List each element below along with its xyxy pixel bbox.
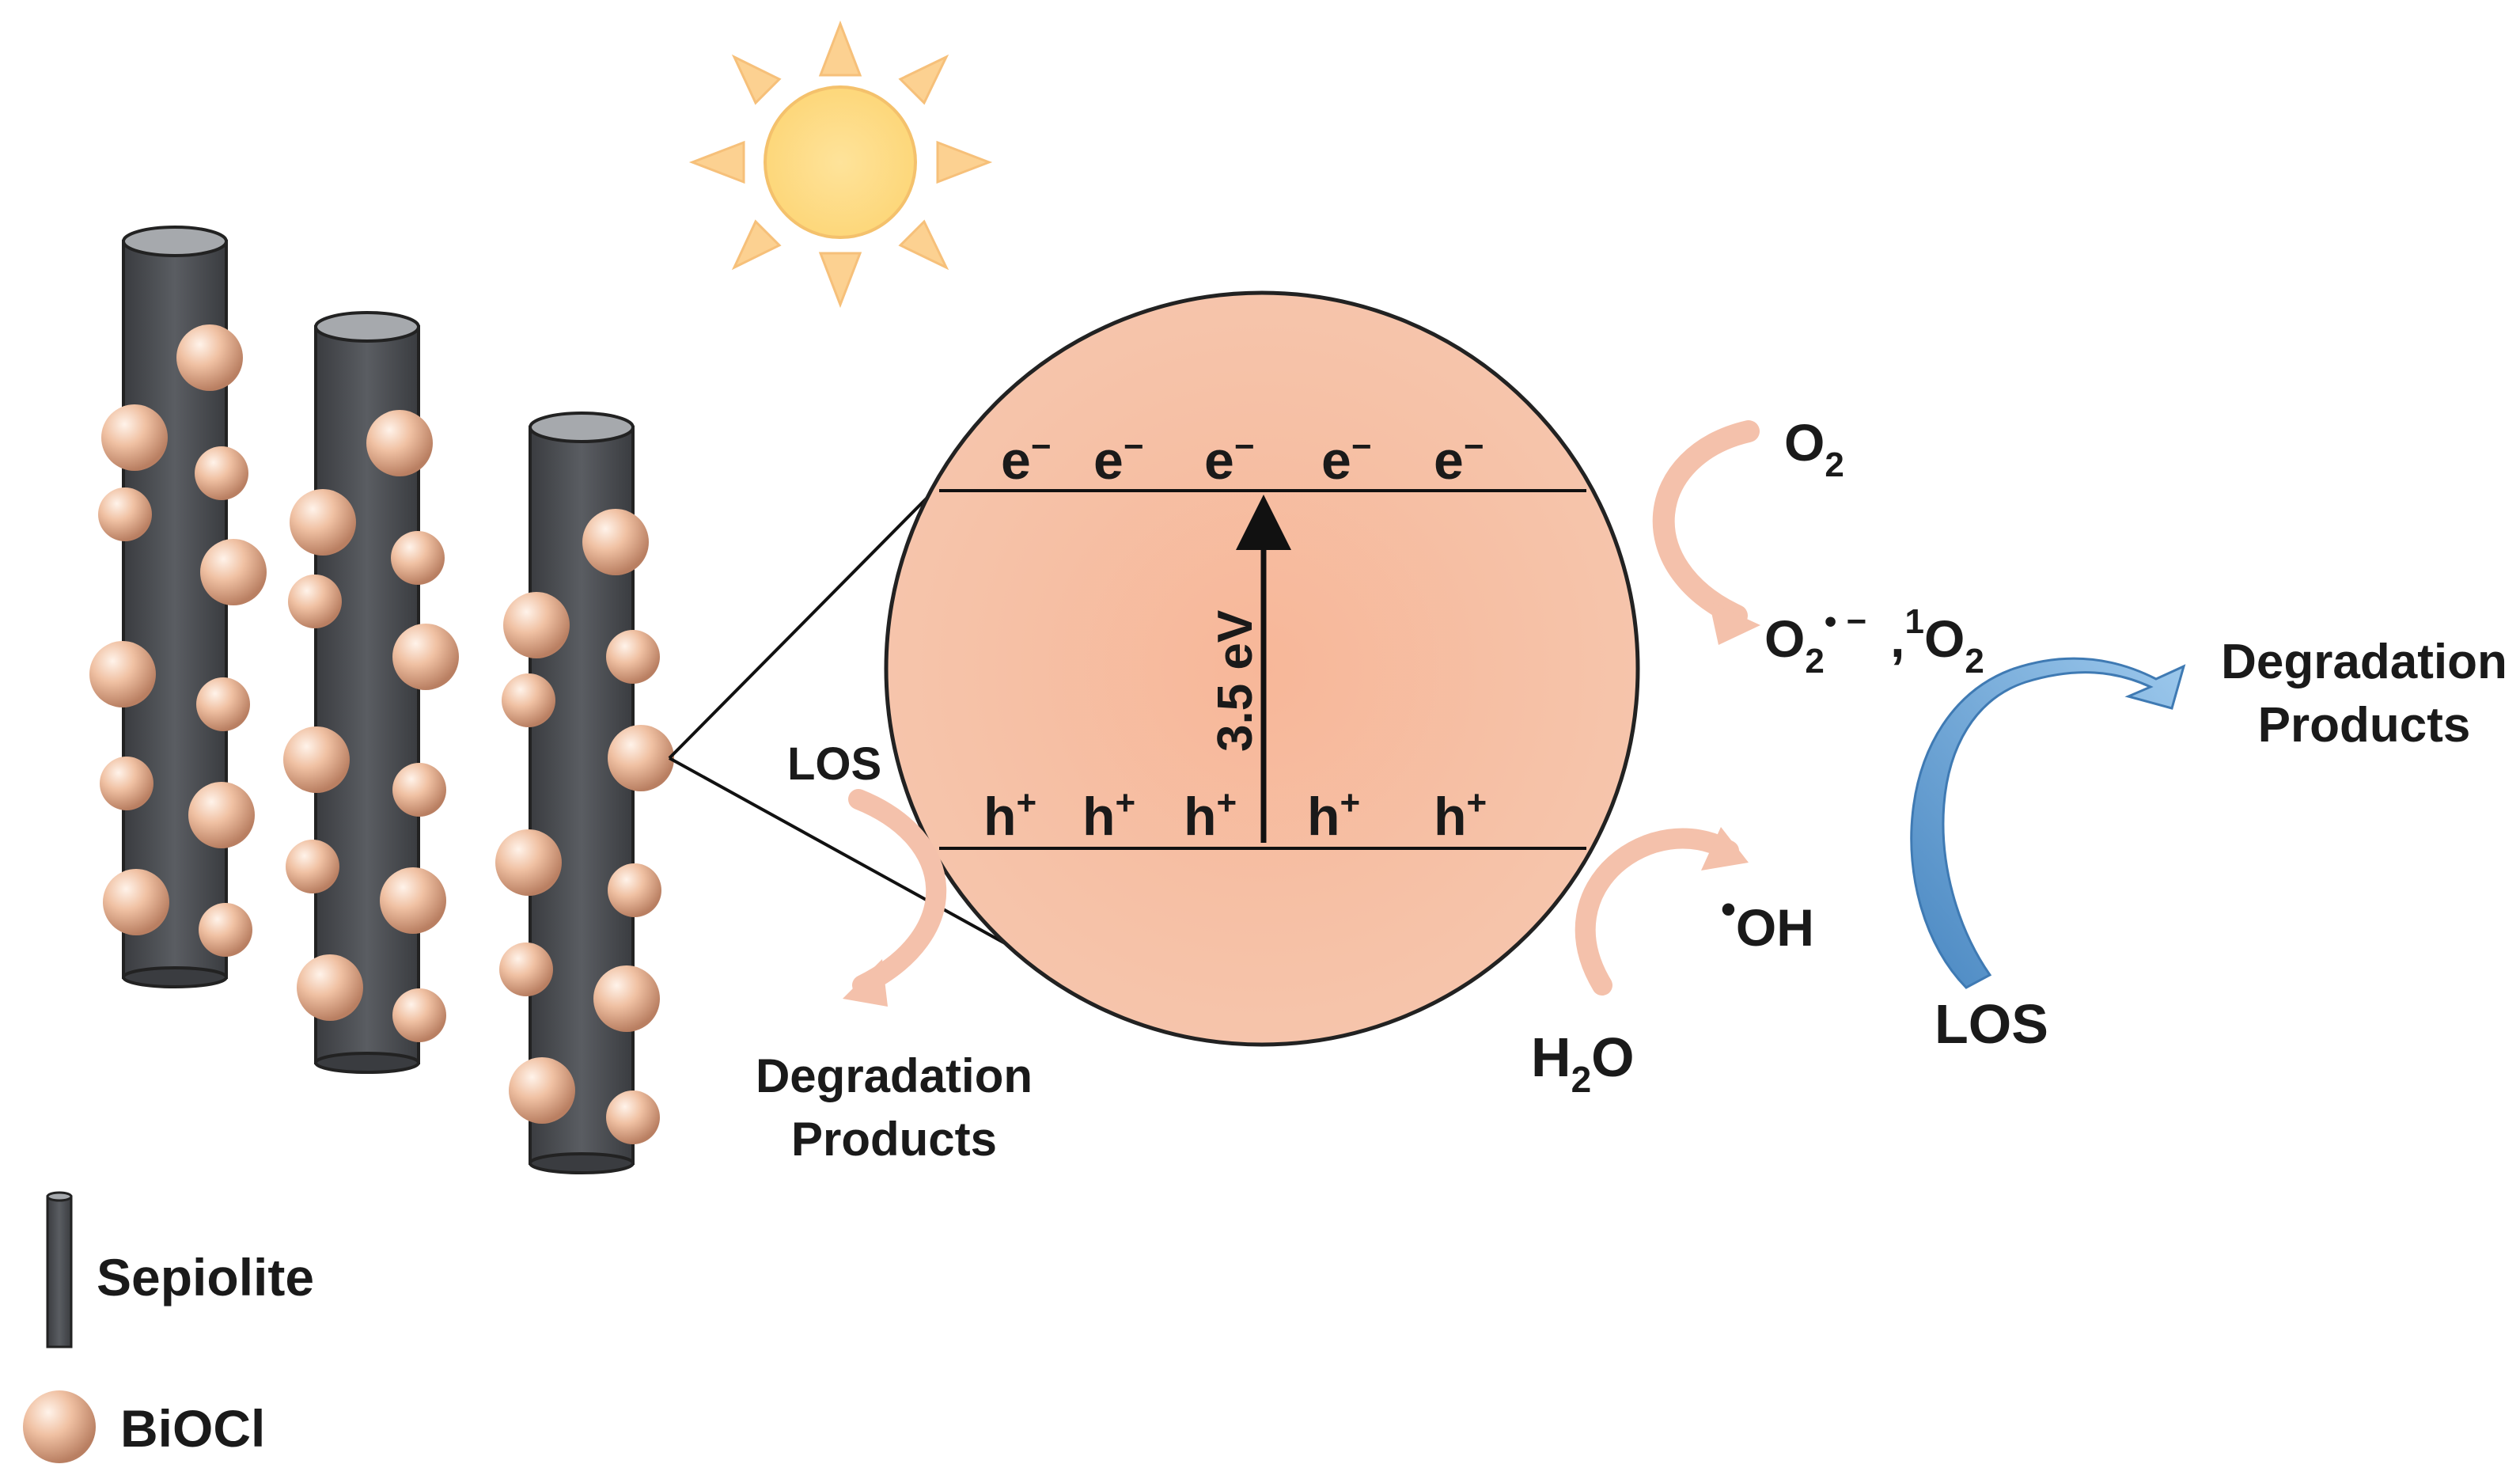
sun-icon bbox=[688, 20, 993, 309]
reactive-oxygen-label: O2• −,1O2 bbox=[1764, 602, 1984, 681]
bioci-particle-icon bbox=[283, 726, 350, 793]
hole-1: h+ bbox=[983, 783, 1036, 847]
bioci-particle-icon bbox=[392, 763, 446, 817]
water-label: H2O bbox=[1531, 1026, 1635, 1100]
hole-oxidation-arrow bbox=[843, 789, 947, 1007]
electron-1: e− bbox=[1001, 427, 1052, 491]
bioci-particle-icon bbox=[366, 410, 433, 476]
bioci-particle-icon bbox=[200, 539, 267, 605]
hole-4: h+ bbox=[1307, 783, 1360, 847]
bioci-particle-icon bbox=[101, 404, 168, 471]
electron-4: e− bbox=[1321, 427, 1372, 491]
bioci-particle-icon bbox=[290, 489, 356, 556]
bioci-particle-icon bbox=[392, 988, 446, 1042]
bioci-particle-icon bbox=[176, 324, 243, 391]
bioci-particle-icon bbox=[606, 1090, 660, 1144]
legend-bioci-label: BiOCl bbox=[120, 1399, 265, 1458]
bioci-particle-icon bbox=[100, 757, 153, 810]
bioci-particle-icon bbox=[288, 575, 342, 628]
bioci-particle-icon bbox=[286, 840, 339, 893]
bioci-particle-icon bbox=[593, 965, 660, 1032]
electron-5: e− bbox=[1434, 427, 1484, 491]
hydroxyl-label: •OH bbox=[1721, 886, 1814, 957]
degradation-left-line2: Products bbox=[791, 1113, 997, 1166]
bioci-particle-icon bbox=[23, 1390, 96, 1463]
bioci-particle-icon bbox=[502, 673, 555, 727]
bioci-particle-icon bbox=[608, 725, 674, 791]
los-right-label: LOS bbox=[1935, 993, 2048, 1055]
o2-label: O2 bbox=[1784, 413, 1844, 484]
band-gap-label: 3.5 eV bbox=[1208, 610, 1263, 752]
bioci-particles bbox=[89, 324, 674, 1144]
bioci-particle-icon bbox=[392, 624, 459, 690]
bioci-particle-icon bbox=[89, 641, 156, 707]
degradation-left-line1: Degradation bbox=[756, 1049, 1033, 1102]
sepiolite-rod-icon bbox=[46, 1191, 73, 1348]
bioci-particle-icon bbox=[188, 782, 255, 848]
electron-3: e− bbox=[1204, 427, 1255, 491]
bioci-particle-icon bbox=[98, 487, 152, 541]
los-left-label: LOS bbox=[787, 738, 881, 790]
holes: h+ h+ h+ h+ h+ bbox=[983, 783, 1487, 847]
bioci-particle-icon bbox=[582, 509, 649, 575]
electron-2: e− bbox=[1093, 427, 1144, 491]
legend: Sepiolite BiOCl bbox=[23, 1191, 314, 1463]
bioci-particle-icon bbox=[391, 531, 445, 585]
hole-5: h+ bbox=[1434, 783, 1487, 847]
water-oxidation-arrow bbox=[1575, 827, 1749, 996]
bioci-particle-icon bbox=[103, 869, 169, 935]
legend-sepiolite-label: Sepiolite bbox=[97, 1248, 314, 1307]
bioci-particle-icon bbox=[380, 867, 446, 934]
hole-2: h+ bbox=[1082, 783, 1135, 847]
electron-reduction-arrow bbox=[1652, 420, 1760, 645]
hole-3: h+ bbox=[1184, 783, 1237, 847]
los-degradation-arrow bbox=[1910, 657, 2186, 989]
bioci-particle-icon bbox=[195, 446, 248, 500]
band-diagram-circle bbox=[884, 290, 1640, 1047]
degradation-right-line1: Degradation bbox=[2221, 635, 2507, 689]
degradation-right-line2: Products bbox=[2258, 698, 2471, 753]
electrons: e− e− e− e− e− bbox=[1001, 427, 1484, 491]
bioci-particle-icon bbox=[608, 863, 661, 917]
bioci-particle-icon bbox=[199, 903, 252, 957]
bioci-particle-icon bbox=[606, 630, 660, 684]
bioci-particle-icon bbox=[196, 677, 250, 731]
bioci-particle-icon bbox=[495, 829, 562, 896]
bioci-particle-icon bbox=[503, 592, 570, 658]
bioci-particle-icon bbox=[509, 1057, 575, 1124]
bioci-particle-icon bbox=[297, 954, 363, 1021]
bioci-particle-icon bbox=[499, 943, 553, 996]
